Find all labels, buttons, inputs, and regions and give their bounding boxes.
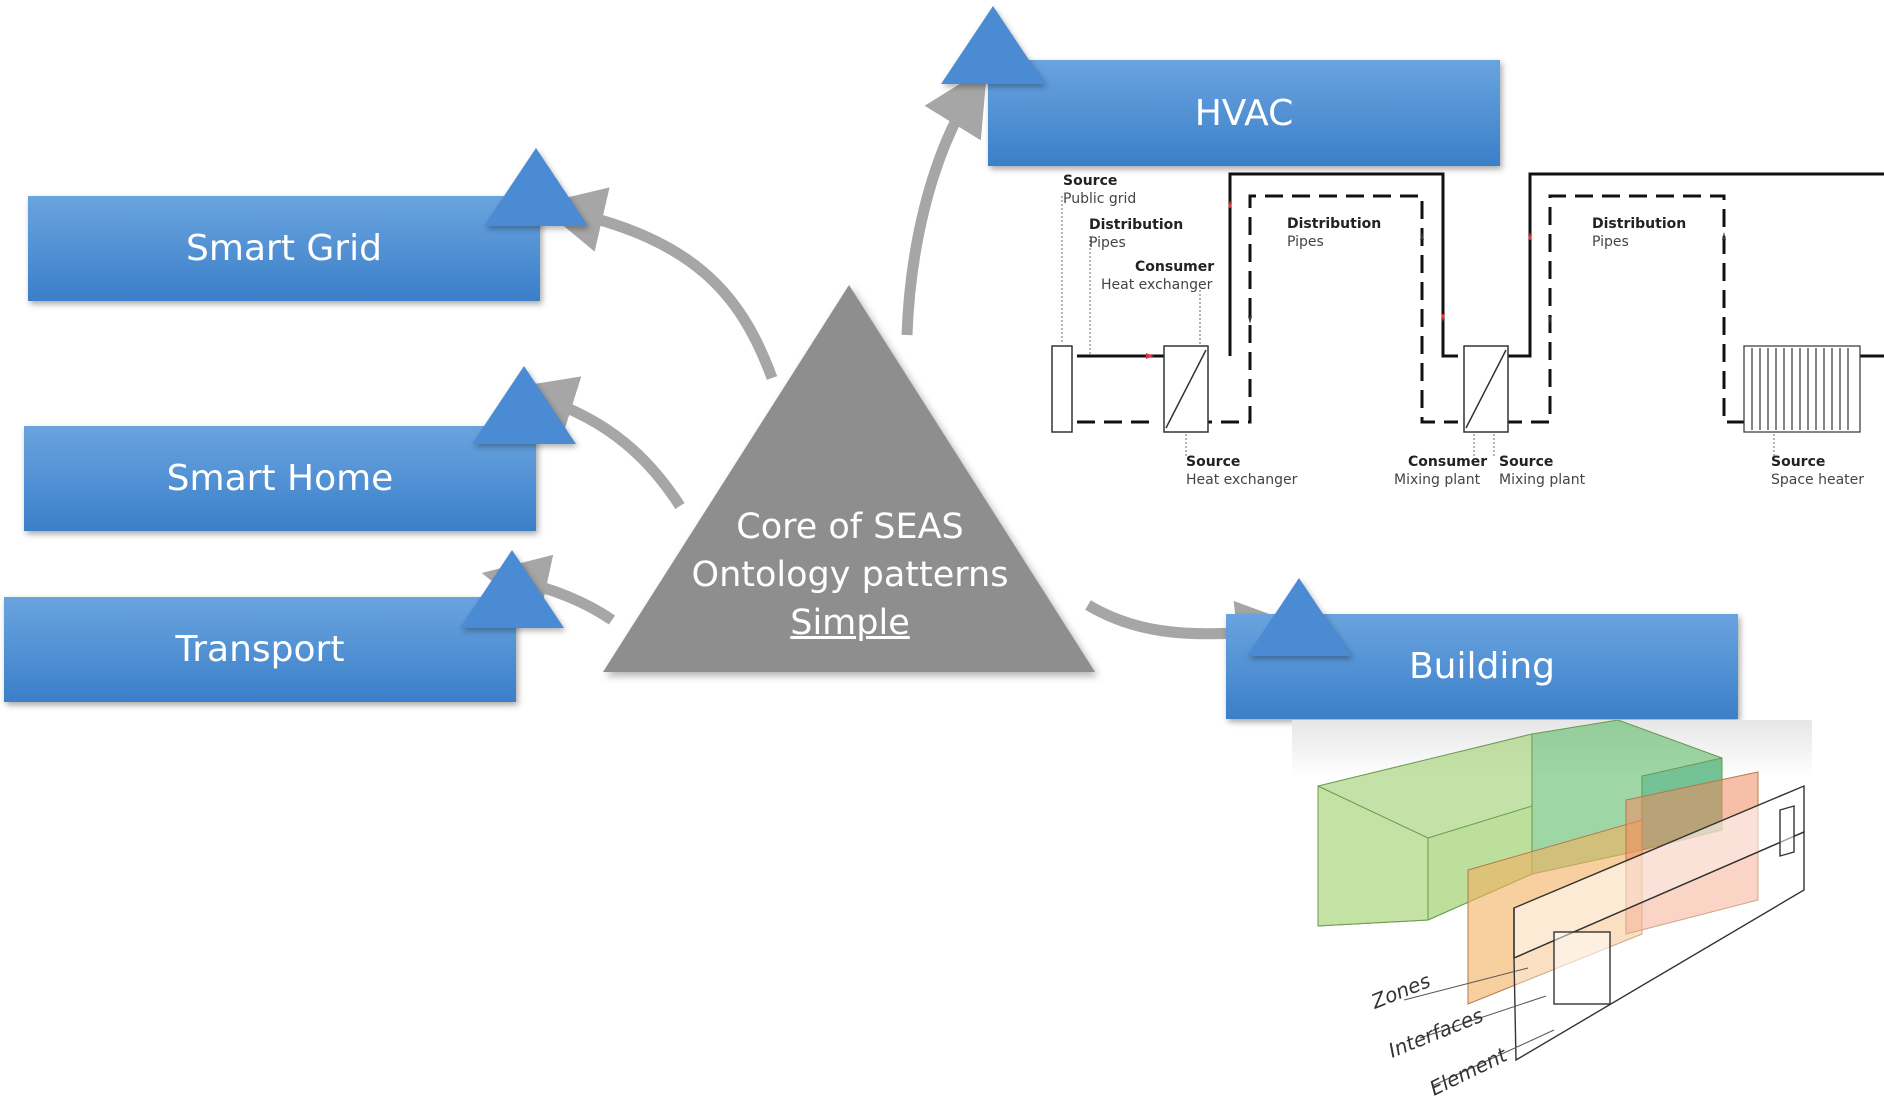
heat-exchanger-icon	[1163, 345, 1209, 433]
core-simple-link[interactable]: Simple	[790, 603, 910, 643]
space-heater-icon	[1743, 345, 1861, 433]
return-line-1	[1077, 194, 1458, 424]
smart-grid-box[interactable]: Smart Grid	[28, 196, 540, 301]
smart-grid-label: Smart Grid	[186, 228, 382, 269]
smart-home-box[interactable]: Smart Home	[24, 426, 536, 531]
smart-home-label: Smart Home	[166, 458, 394, 499]
consumer-hx-kind: Consumer	[1135, 259, 1214, 275]
building-model-illustration: Zones Interfaces Element	[1292, 720, 1812, 1102]
dist3-kind: Distribution	[1592, 216, 1686, 232]
source-public-name: Public grid	[1063, 191, 1136, 207]
consumer-hx-name: Heat exchanger	[1101, 277, 1213, 293]
dist3-name: Pipes	[1592, 234, 1629, 250]
dist1-name: Pipes	[1089, 235, 1126, 251]
transport-triangle-icon	[460, 550, 564, 628]
hvac-label: HVAC	[1194, 92, 1294, 134]
mixing-plant-icon	[1463, 345, 1509, 433]
source-heater-kind: Source	[1771, 454, 1825, 470]
arrow-to-smart-grid	[537, 187, 778, 380]
hvac-box[interactable]: HVAC	[988, 60, 1500, 166]
source-public-kind: Source	[1063, 173, 1117, 189]
core-subtitle: Ontology patterns	[691, 555, 1009, 595]
return-line-2	[1504, 194, 1744, 424]
source-hx-kind: Source	[1186, 454, 1240, 470]
arrow-to-hvac	[901, 66, 988, 336]
smart-grid-triangle-icon	[484, 148, 588, 226]
source-hx-name: Heat exchanger	[1186, 472, 1298, 488]
dist2-name: Pipes	[1287, 234, 1324, 250]
building-triangle-icon	[1247, 578, 1351, 656]
consumer-mix-name: Mixing plant	[1394, 472, 1481, 488]
public-grid-unit	[1051, 345, 1073, 433]
smart-home-triangle-icon	[472, 366, 576, 444]
hvac-schematic: Source Public grid Distribution Pipes Co…	[1051, 172, 1884, 488]
hvac-triangle-icon	[941, 6, 1045, 84]
source-mix-kind: Source	[1499, 454, 1553, 470]
transport-box[interactable]: Transport	[4, 597, 516, 702]
dist1-kind: Distribution	[1089, 217, 1183, 233]
transport-label: Transport	[175, 629, 345, 670]
consumer-mix-kind: Consumer	[1408, 454, 1487, 470]
core-title: Core of SEAS	[736, 507, 964, 547]
building-label: Building	[1408, 646, 1556, 687]
source-heater-name: Space heater	[1771, 472, 1864, 488]
dist2-kind: Distribution	[1287, 216, 1381, 232]
source-mix-name: Mixing plant	[1499, 472, 1586, 488]
core-label: Core of SEAS Ontology patterns Simple	[660, 503, 1040, 647]
core-triangle	[603, 285, 1095, 672]
element-wall	[1513, 784, 1805, 1062]
